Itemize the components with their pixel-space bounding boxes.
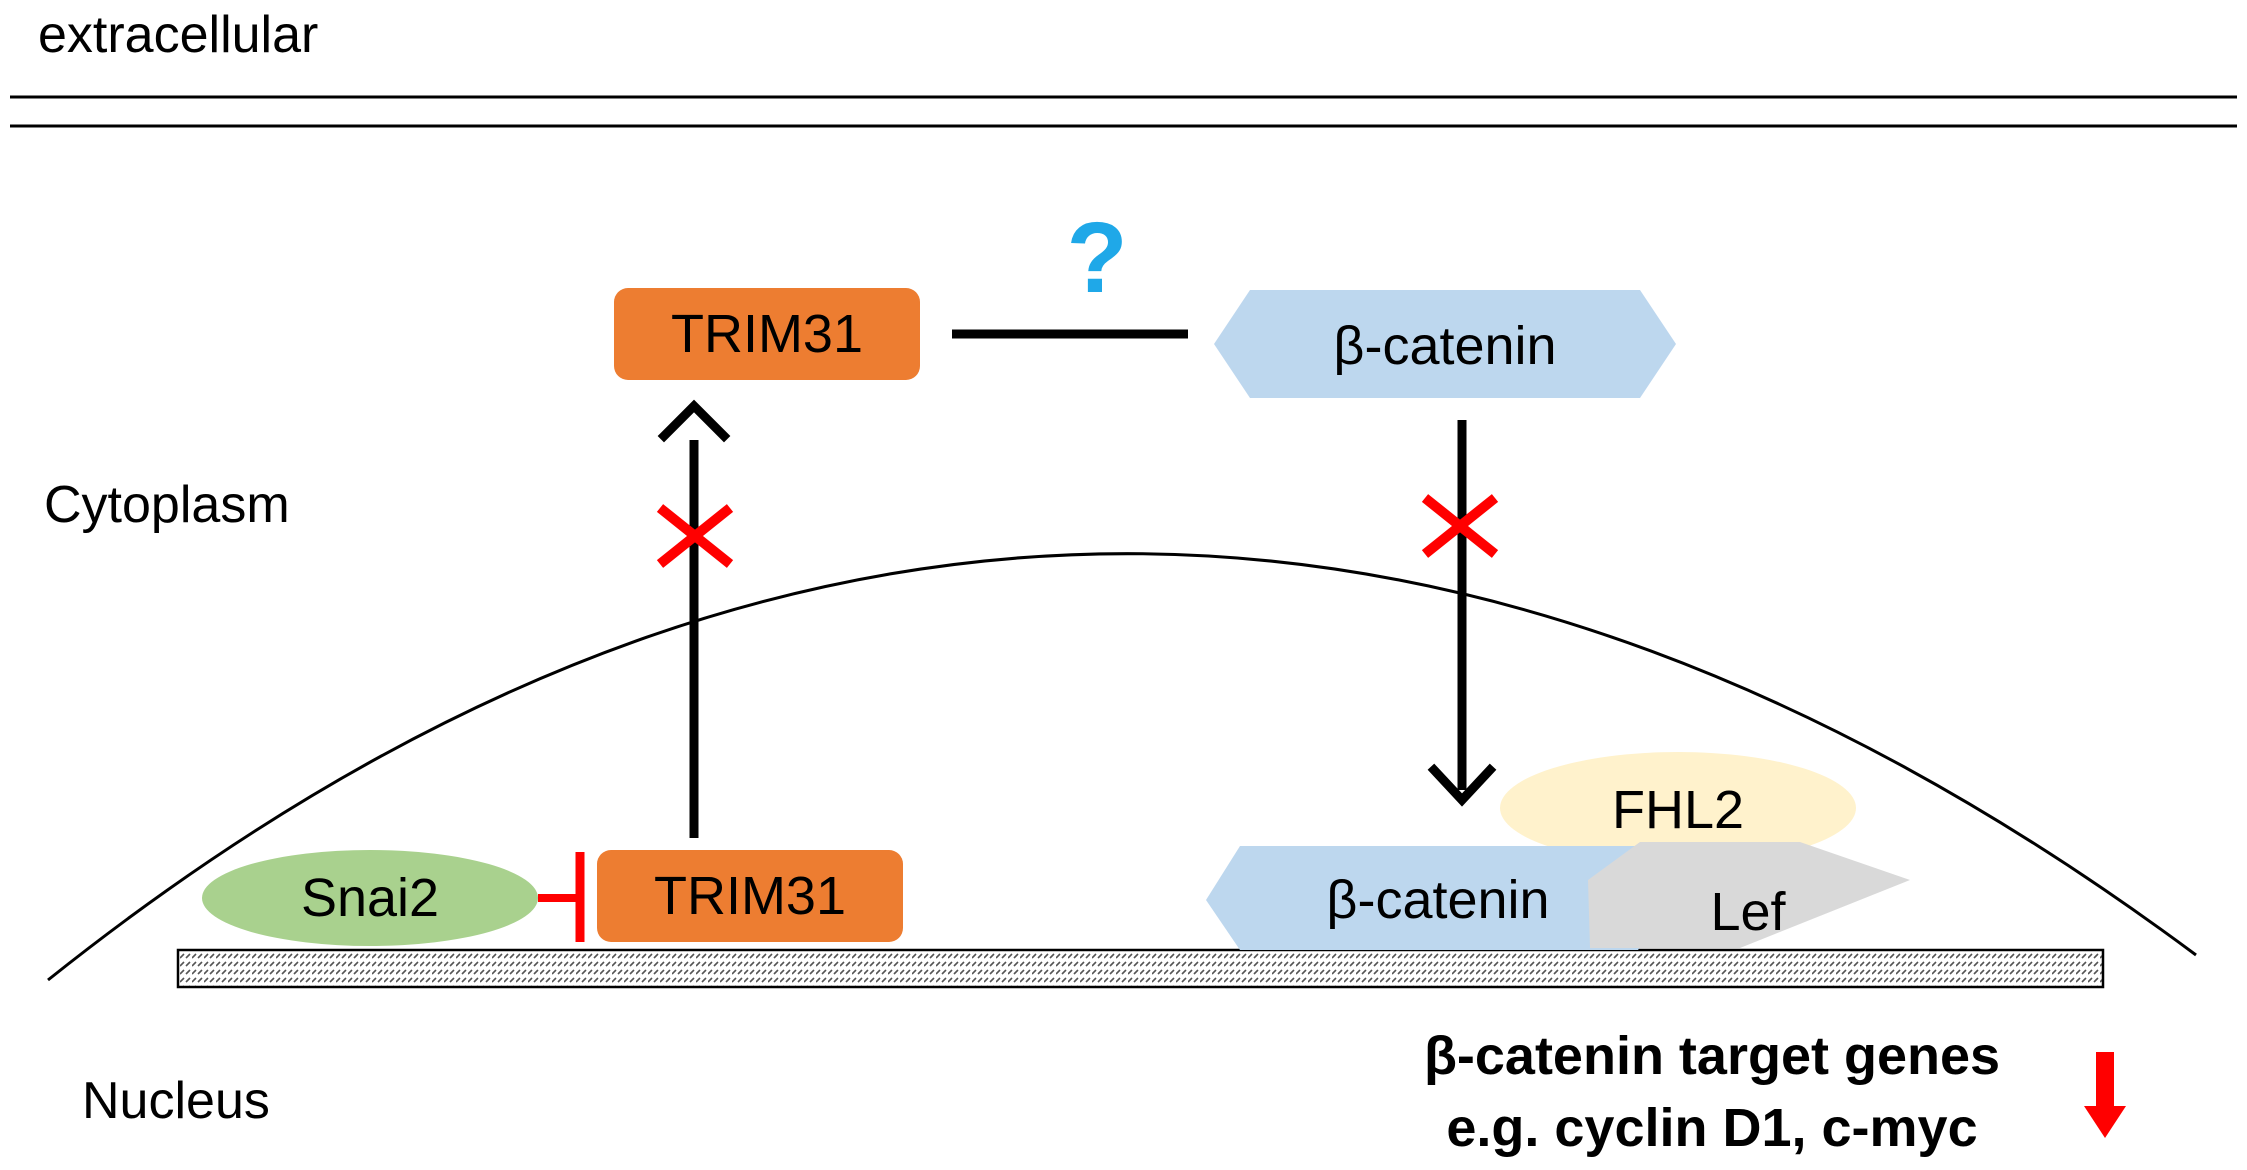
red-x-icon bbox=[1421, 494, 1499, 558]
snai2-label: Snai2 bbox=[301, 868, 439, 928]
trim31-export-arrow bbox=[657, 399, 731, 838]
beta-catenin-cytoplasm-node: β-catenin bbox=[1214, 290, 1676, 398]
trim31-cytoplasm-label: TRIM31 bbox=[671, 304, 863, 364]
snai2-node: Snai2 bbox=[202, 850, 538, 946]
trim31-nucleus-node: TRIM31 bbox=[597, 850, 903, 942]
nucleus-label: Nucleus bbox=[82, 1072, 270, 1130]
extracellular-label: extracellular bbox=[38, 6, 318, 64]
beta-catenin-nucleus-label: β-catenin bbox=[1326, 870, 1549, 930]
lef-label: Lef bbox=[1710, 882, 1786, 942]
inhibition-bar bbox=[538, 852, 585, 942]
fhl2-node: FHL2 bbox=[1500, 752, 1856, 864]
red-x-icon bbox=[656, 504, 734, 568]
trim31-nucleus-label: TRIM31 bbox=[654, 866, 846, 926]
down-arrow-icon bbox=[2084, 1052, 2126, 1138]
cytoplasm-label: Cytoplasm bbox=[44, 476, 290, 534]
trim31-cytoplasm-node: TRIM31 bbox=[614, 288, 920, 380]
fhl2-label: FHL2 bbox=[1612, 780, 1744, 840]
nuclear-envelope-arc bbox=[47, 552, 2197, 982]
beta-catenin-nucleus-node: β-catenin bbox=[1206, 846, 1672, 950]
target-genes-line2: e.g. cyclin D1, c-myc bbox=[1446, 1098, 1977, 1158]
target-genes-line1: β-catenin target genes bbox=[1424, 1026, 2000, 1086]
dna-bar bbox=[176, 948, 2105, 989]
lef-node: Lef bbox=[1588, 842, 1910, 948]
beta-catenin-import-arrow bbox=[1427, 420, 1497, 807]
cell-membrane bbox=[10, 95, 2237, 128]
question-mark: ? bbox=[1066, 202, 1127, 314]
beta-catenin-cytoplasm-label: β-catenin bbox=[1333, 316, 1556, 376]
